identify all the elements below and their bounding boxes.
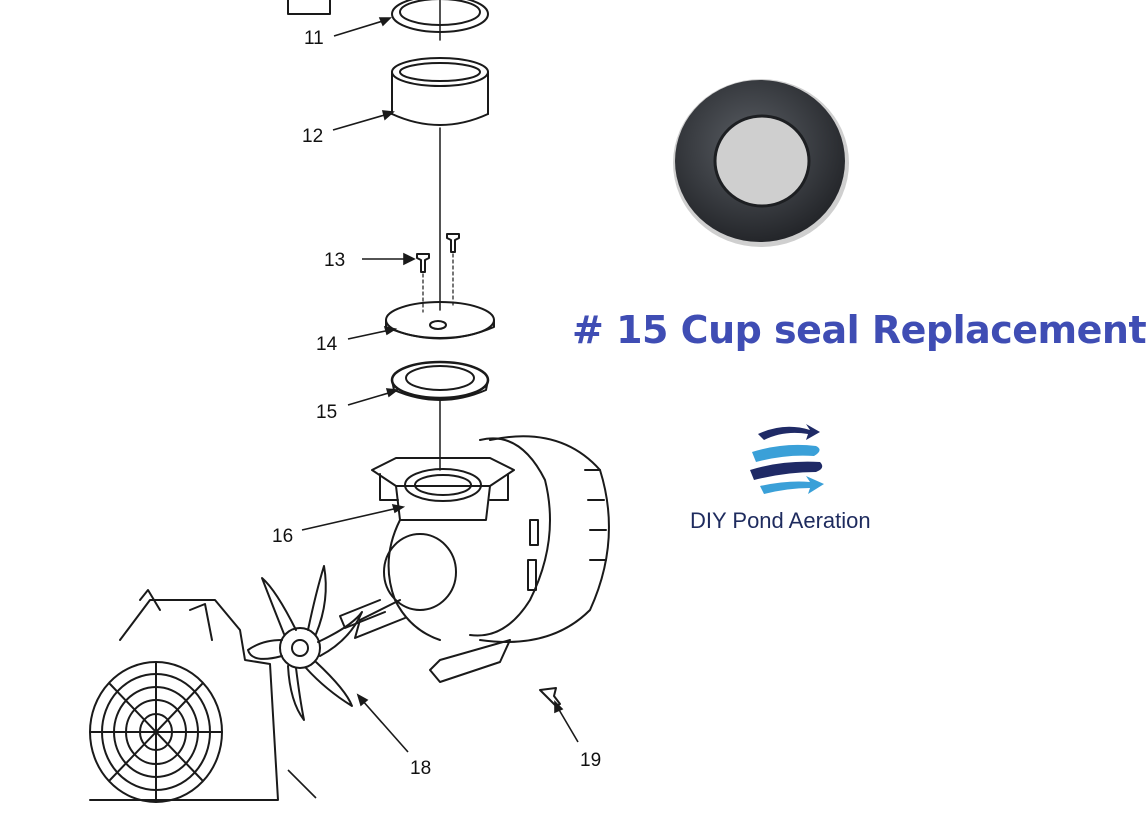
part-12-sleeve <box>391 57 489 126</box>
diy-pond-aeration-logo-icon <box>750 424 824 494</box>
callout-18: 18 <box>410 758 432 779</box>
replacement-caption: # 15 Cup seal Replacement <box>572 308 1146 352</box>
callout-12: 12 <box>302 126 324 147</box>
leader-14 <box>347 329 391 340</box>
leader-16 <box>301 507 399 531</box>
part-19-screw <box>539 687 561 707</box>
leader-19 <box>557 707 579 743</box>
part-18-fan <box>247 565 363 721</box>
callout-15: 15 <box>316 402 338 423</box>
callout-16: 16 <box>272 526 294 547</box>
brand-name: DIY Pond Aeration <box>690 508 871 533</box>
callout-19: 19 <box>580 750 602 771</box>
part-13-screws <box>416 233 460 313</box>
callout-11: 11 <box>304 28 324 49</box>
leader-11 <box>333 19 387 37</box>
callout-14: 14 <box>316 334 338 355</box>
leader-12 <box>332 113 389 131</box>
leader-housing <box>287 769 317 799</box>
part-15-cup-seal <box>390 360 490 401</box>
top-part-fragment <box>287 0 331 15</box>
cup-seal-ring-icon <box>673 79 849 247</box>
callout-13: 13 <box>324 250 346 271</box>
leader-15 <box>347 391 393 406</box>
part-16-motor-housing <box>339 435 610 683</box>
fan-guard-shroud <box>89 589 279 803</box>
exploded-parts-diagram <box>89 0 610 803</box>
leader-18 <box>361 699 409 753</box>
